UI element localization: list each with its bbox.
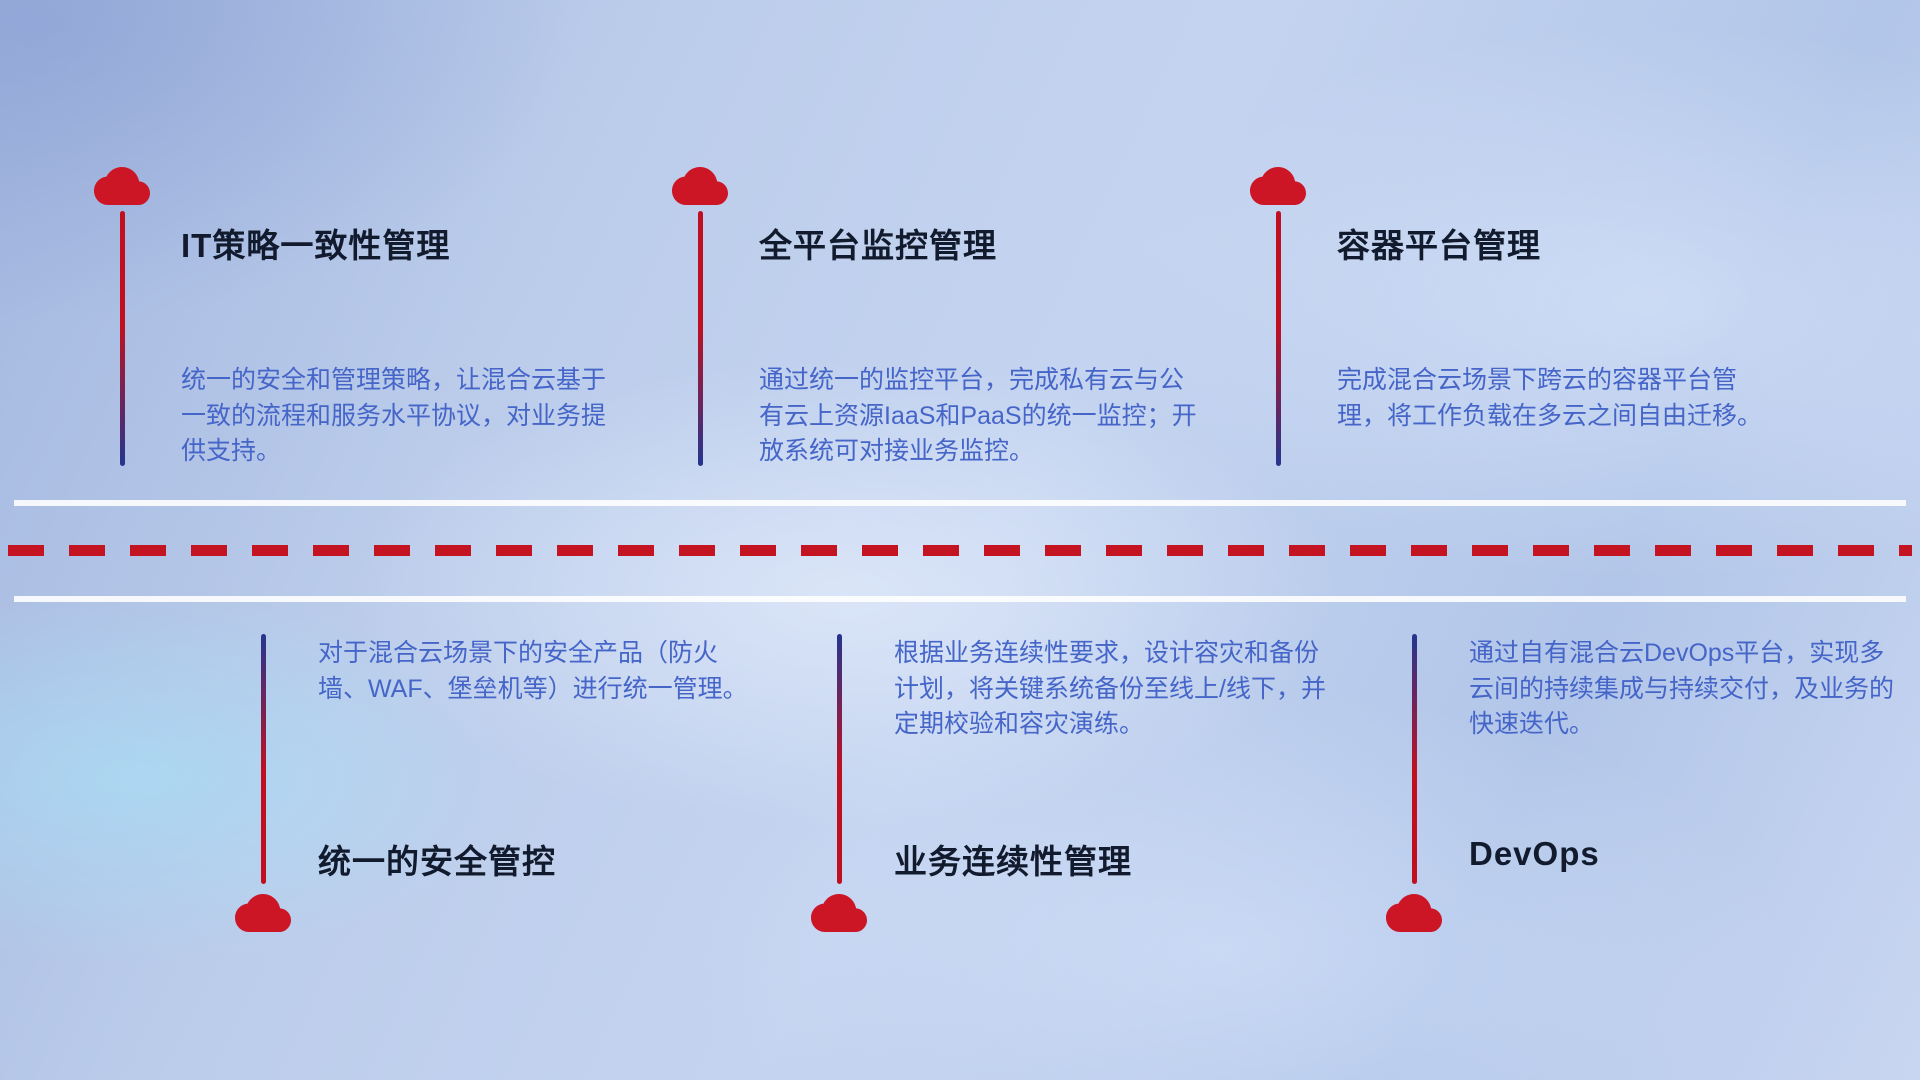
- timeline-item-monitoring: 全平台监控管理 通过统一的监控平台，完成私有云与公有云上资源IaaS和PaaS的…: [672, 167, 1212, 487]
- item-title: 业务连续性管理: [894, 843, 1132, 880]
- connector-line: [261, 634, 266, 884]
- item-description: 对于混合云场景下的安全产品（防火墙、WAF、堡垒机等）进行统一管理。: [318, 639, 748, 703]
- connector-line: [698, 211, 703, 466]
- connector-line: [837, 634, 842, 884]
- timeline-item-devops: 通过自有混合云DevOps平台，实现多云间的持续集成与持续交付，及业务的快速迭代…: [1386, 630, 1920, 960]
- timeline-solid-line-lower: [14, 596, 1906, 602]
- timeline-item-container-platform: 容器平台管理 完成混合云场景下跨云的容器平台管理，将工作负载在多云之间自由迁移。: [1250, 167, 1790, 487]
- timeline-item-security-control: 对于混合云场景下的安全产品（防火墙、WAF、堡垒机等）进行统一管理。 统一的安全…: [235, 630, 775, 960]
- cloud-icon: [1386, 894, 1442, 932]
- connector-line: [1412, 634, 1417, 884]
- item-title: 全平台监控管理: [759, 227, 997, 264]
- cloud-icon: [94, 167, 150, 205]
- connector-line: [1276, 211, 1281, 466]
- item-title: IT策略一致性管理: [181, 227, 451, 264]
- item-description: 通过自有混合云DevOps平台，实现多云间的持续集成与持续交付，及业务的快速迭代…: [1469, 639, 1895, 738]
- cloud-icon: [235, 894, 291, 932]
- item-description: 完成混合云场景下跨云的容器平台管理，将工作负载在多云之间自由迁移。: [1337, 366, 1763, 430]
- cloud-icon: [811, 894, 867, 932]
- item-description: 统一的安全和管理策略，让混合云基于一致的流程和服务水平协议，对业务提供支持。: [181, 366, 607, 465]
- item-title: 统一的安全管控: [318, 843, 556, 880]
- cloud-icon: [1250, 167, 1306, 205]
- timeline-dashed-line: [8, 545, 1912, 556]
- item-title: DevOps: [1469, 835, 1600, 872]
- item-description: 通过统一的监控平台，完成私有云与公有云上资源IaaS和PaaS的统一监控；开放系…: [759, 366, 1197, 465]
- item-description: 根据业务连续性要求，设计容灾和备份计划，将关键系统备份至线上/线下，并定期校验和…: [894, 639, 1326, 738]
- item-title: 容器平台管理: [1337, 227, 1541, 264]
- cloud-icon: [672, 167, 728, 205]
- timeline-solid-line-upper: [14, 500, 1906, 506]
- timeline-item-business-continuity: 根据业务连续性要求，设计容灾和备份计划，将关键系统备份至线上/线下，并定期校验和…: [811, 630, 1351, 960]
- timeline-item-it-policy: IT策略一致性管理 统一的安全和管理策略，让混合云基于一致的流程和服务水平协议，…: [94, 167, 634, 487]
- connector-line: [120, 211, 125, 466]
